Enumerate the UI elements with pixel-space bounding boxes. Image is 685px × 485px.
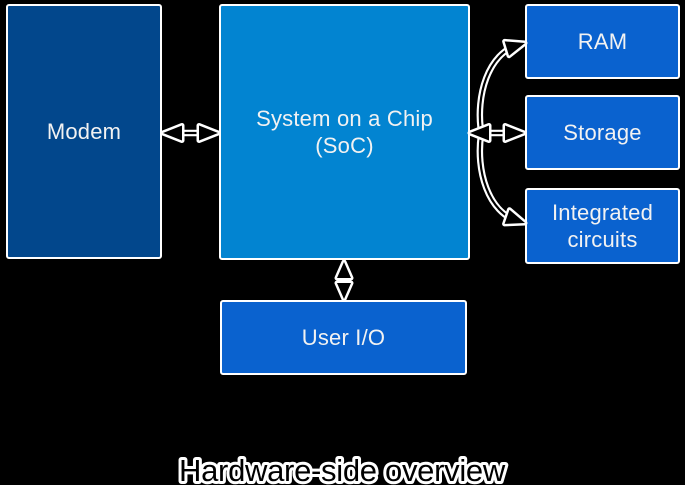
arrowhead-ram xyxy=(505,36,528,56)
arrowhead-fan-soc xyxy=(470,126,489,141)
arrowhead-ic xyxy=(505,210,528,230)
arrowhead-storage xyxy=(505,126,524,141)
node-ram-label: RAM xyxy=(577,28,628,54)
node-modem-label: Modem xyxy=(46,118,122,144)
arrow-soc-userio xyxy=(337,262,351,299)
node-soc: System on a Chip (SoC) xyxy=(219,4,470,260)
node-ram: RAM xyxy=(525,4,680,79)
diagram-title: Hardware-side overview xyxy=(179,453,506,485)
node-user-io: User I/O xyxy=(220,300,467,375)
arrow-soc-ic-curve xyxy=(476,131,524,226)
node-storage: Storage xyxy=(525,95,680,170)
node-integrated-circuits: Integrated circuits xyxy=(525,188,680,264)
node-modem: Modem xyxy=(6,4,162,259)
node-user-io-label: User I/O xyxy=(301,324,386,350)
arrow-soc-ram-curve xyxy=(476,40,524,135)
node-storage-label: Storage xyxy=(563,119,642,145)
node-integrated-circuits-label: Integrated circuits xyxy=(551,199,654,252)
arrow-modem-soc xyxy=(163,126,218,141)
node-soc-label: System on a Chip (SoC) xyxy=(256,105,433,158)
